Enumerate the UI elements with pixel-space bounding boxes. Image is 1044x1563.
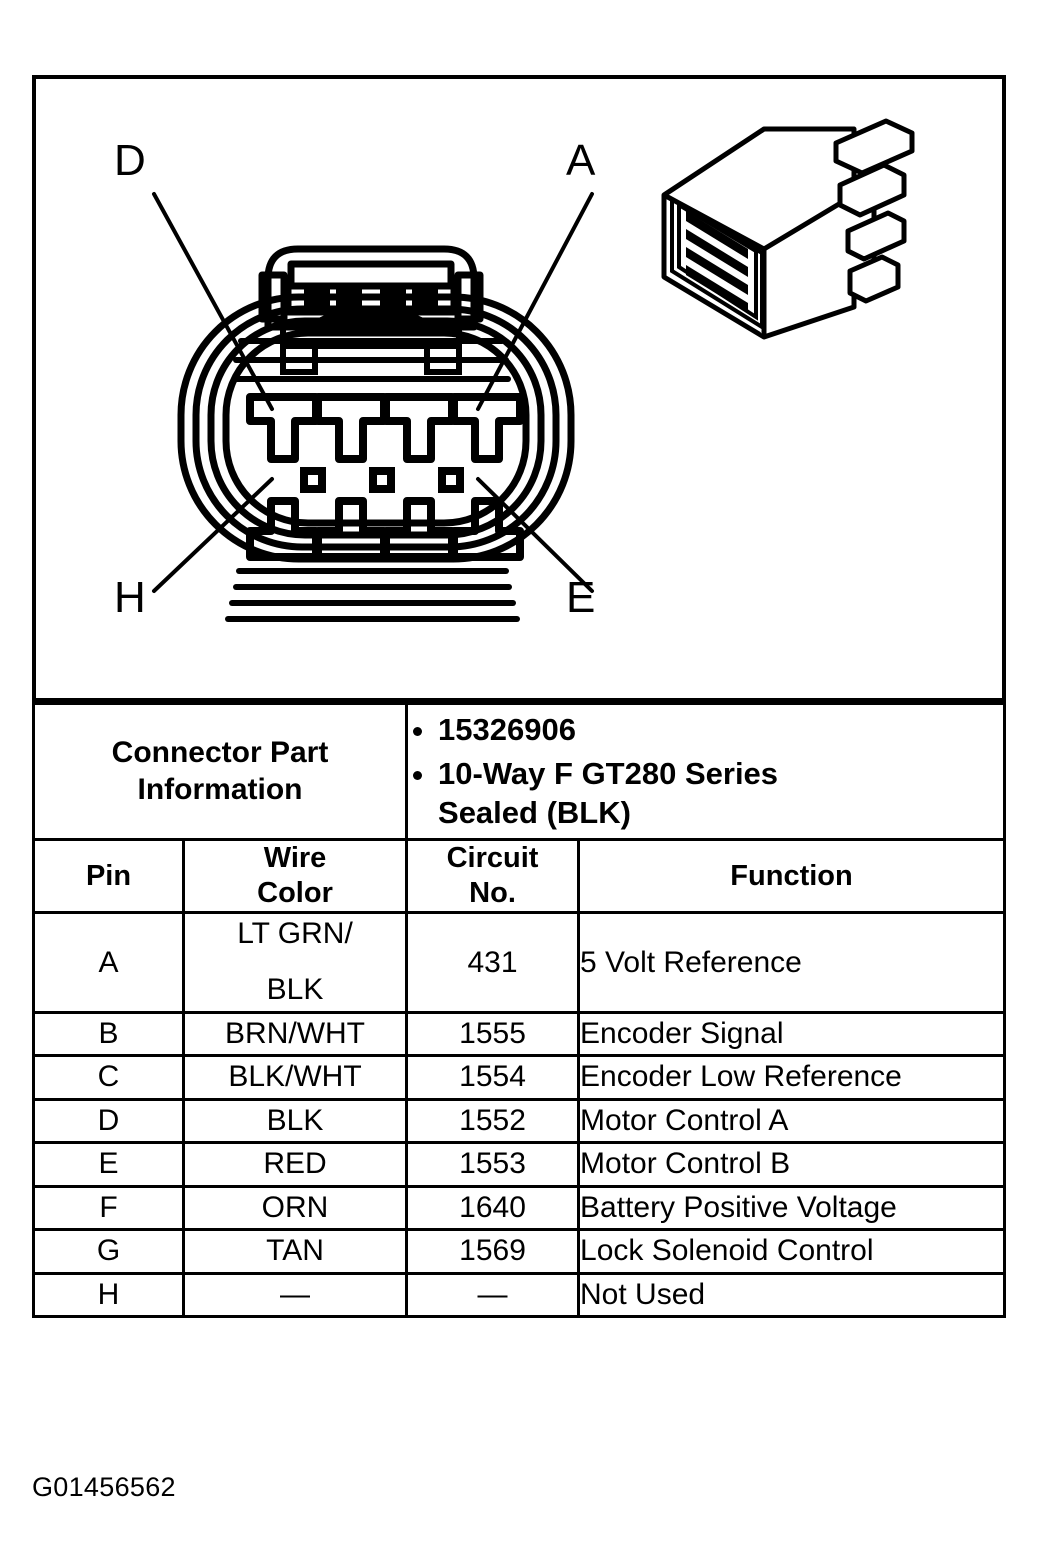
connector-part-information-row: Connector Part Information 15326906 10-W… (31, 701, 1007, 842)
table-row: G TAN 1569 Lock Solenoid Control (32, 1228, 1007, 1275)
cell-pin: F (32, 1184, 185, 1232)
header-wire-line2: Color (257, 877, 333, 910)
cell-pin: H (32, 1271, 185, 1319)
connector-part-information-label: Connector Part Information (31, 701, 409, 842)
cell-pin: E (32, 1141, 185, 1188)
table-row: D BLK 1552 Motor Control A (32, 1097, 1007, 1145)
cell-circuit-no: 1552 (405, 1097, 581, 1145)
cell-function: 5 Volt Reference (577, 910, 1007, 1014)
cell-wire-color: BLK (181, 1097, 409, 1145)
cell-function: Encoder Low Reference (577, 1054, 1007, 1101)
header-function: Function (577, 838, 1007, 914)
cpi-desc-line2: Sealed (BLK) (438, 794, 631, 830)
callout-label-a: A (566, 136, 596, 185)
cell-circuit-no: — (405, 1271, 581, 1319)
callout-label-e: E (566, 573, 596, 622)
cell-wire-color: TAN (181, 1228, 409, 1275)
callout-label-d: D (114, 136, 146, 185)
cpi-label-line2: Information (137, 772, 303, 806)
cell-function: Lock Solenoid Control (577, 1228, 1007, 1275)
cell-circuit-no: 1554 (405, 1054, 581, 1101)
cell-pin: A (32, 910, 185, 1014)
cpi-part-description: 10-Way F GT280 Series Sealed (BLK) (438, 755, 1003, 832)
cell-pin: C (32, 1054, 185, 1101)
cell-pin: G (32, 1228, 185, 1275)
cell-function: Not Used (577, 1271, 1007, 1319)
header-circuit-line2: No. (469, 877, 516, 910)
header-wire-color: Wire Color (181, 838, 409, 914)
connector-spec-table: Connector Part Information 15326906 10-W… (31, 701, 1007, 1319)
connector-isometric-drawing (661, 118, 915, 340)
connector-part-information-values: 15326906 10-Way F GT280 Series Sealed (B… (405, 701, 1007, 842)
cell-circuit-no: 1640 (405, 1184, 581, 1232)
cell-wire-color: LT GRN/ BLK (181, 910, 409, 1014)
callout-label-h: H (114, 573, 146, 622)
cell-function: Motor Control B (577, 1141, 1007, 1188)
cpi-desc-line1: 10-Way F GT280 Series (438, 756, 779, 792)
figure-id-label: G01456562 (32, 1472, 176, 1502)
cell-wire-color: BLK/WHT (181, 1054, 409, 1101)
cell-circuit-no: 1553 (405, 1141, 581, 1188)
header-pin: Pin (32, 838, 185, 914)
cell-wire-color: — (181, 1271, 409, 1319)
cell-function: Battery Positive Voltage (577, 1184, 1007, 1232)
wire-color-line1: LT GRN/ (237, 916, 353, 950)
header-circuit-line1: Circuit (446, 842, 539, 875)
header-wire-line1: Wire (263, 842, 327, 875)
cell-pin: B (32, 1010, 185, 1058)
cell-circuit-no: 1555 (405, 1010, 581, 1058)
connector-diagram-panel: D A H E (32, 75, 1006, 702)
cell-wire-color: BRN/WHT (181, 1010, 409, 1058)
connector-face-drawing (152, 192, 594, 622)
cell-wire-color: RED (181, 1141, 409, 1188)
cpi-label-line1: Connector Part (111, 736, 329, 770)
table-row: H — — Not Used (32, 1271, 1007, 1319)
table-row: A LT GRN/ BLK 431 5 Volt Reference (32, 910, 1007, 1014)
cell-pin: D (32, 1097, 185, 1145)
cell-circuit-no: 431 (405, 910, 581, 1014)
cell-function: Motor Control A (577, 1097, 1007, 1145)
header-circuit-no: Circuit No. (405, 838, 581, 914)
cell-wire-color: ORN (181, 1184, 409, 1232)
table-row: B BRN/WHT 1555 Encoder Signal (32, 1010, 1007, 1058)
table-row: E RED 1553 Motor Control B (32, 1141, 1007, 1188)
table-header-row: Pin Wire Color Circuit No. Function (32, 838, 1007, 914)
table-row: F ORN 1640 Battery Positive Voltage (32, 1184, 1007, 1232)
wire-color-line2: BLK (266, 973, 324, 1007)
cell-circuit-no: 1569 (405, 1228, 581, 1275)
table-row: C BLK/WHT 1554 Encoder Low Reference (32, 1054, 1007, 1101)
cell-function: Encoder Signal (577, 1010, 1007, 1058)
cpi-part-number: 15326906 (438, 711, 1003, 749)
